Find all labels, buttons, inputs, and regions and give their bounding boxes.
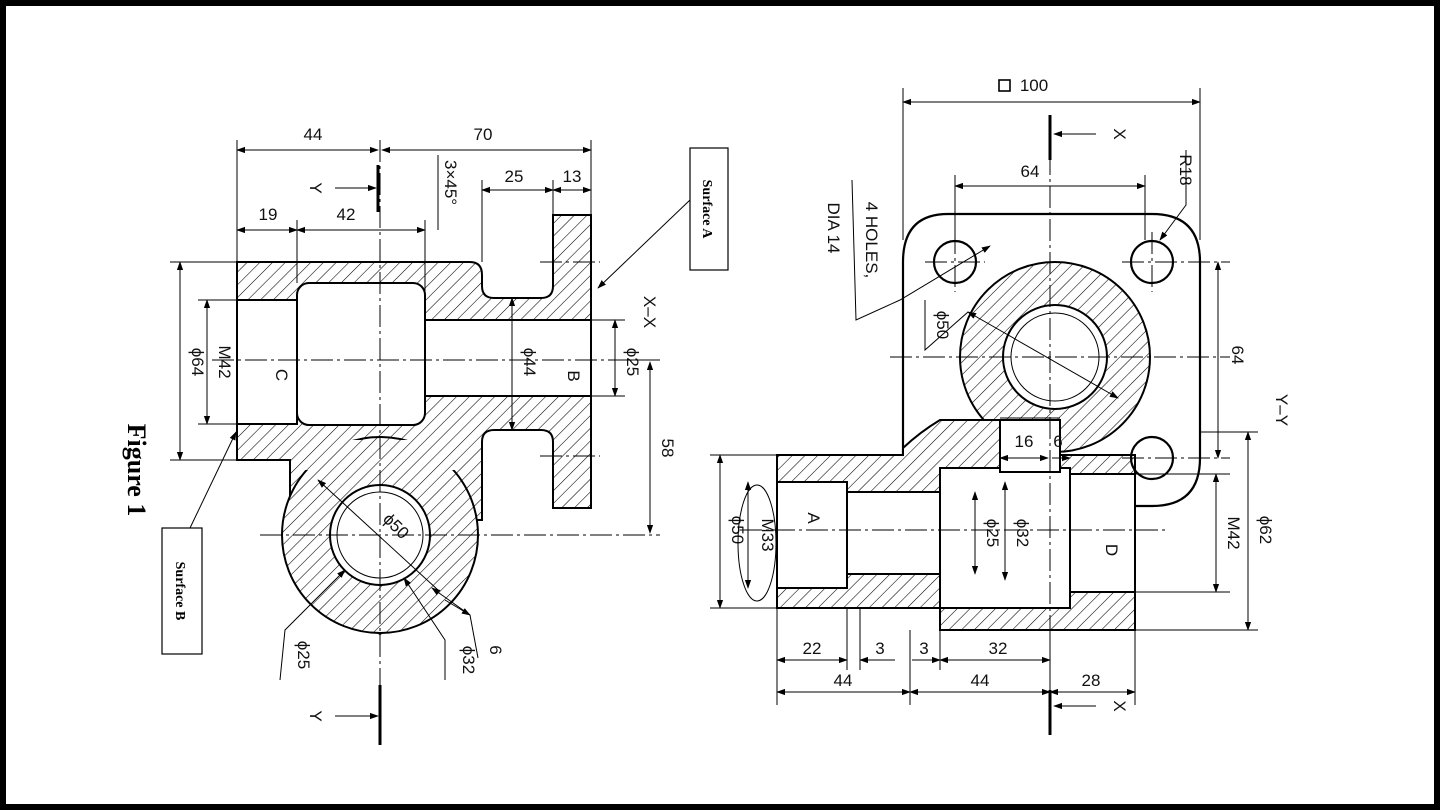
bore-phi25 — [846, 491, 941, 575]
cut-x-bottom: X — [1110, 700, 1129, 711]
left-section-view: 44 70 19 42 3×45° 25 13 Y ϕ64 M42 C ϕ44 … — [161, 125, 729, 745]
dim-25: 25 — [505, 167, 524, 186]
label-c: C — [272, 369, 291, 381]
bore-c — [236, 299, 298, 425]
dim-28: 28 — [1082, 671, 1101, 690]
dim-phi25: ϕ25 — [983, 519, 1002, 547]
dim-64-top: 64 — [1021, 162, 1040, 181]
cut-y-top: Y — [306, 182, 325, 193]
dim-13: 13 — [563, 167, 582, 186]
figure-title: Figure 1 — [122, 424, 151, 517]
dim-phi50-left: ϕ50 — [728, 516, 747, 544]
surface-a-label: Surface A — [699, 180, 714, 240]
dim-phi64: ϕ64 — [188, 348, 207, 376]
surface-b-leader — [189, 431, 237, 529]
dim-m33: M33 — [758, 518, 777, 551]
dim-6: 6 — [1053, 432, 1062, 451]
section-label-yy: Y–Y — [1272, 394, 1291, 426]
holes-line1: 4 HOLES, — [862, 202, 881, 279]
dim-phi32: ϕ32 — [459, 646, 478, 674]
dim-32: 32 — [989, 639, 1008, 658]
dim-phi62: ϕ62 — [1256, 516, 1275, 544]
flange-outline — [901, 212, 1202, 508]
dim-44a: 44 — [834, 671, 853, 690]
surface-b-label: Surface B — [172, 562, 187, 621]
label-d: D — [1102, 544, 1121, 556]
dim-3a: 3 — [875, 639, 884, 658]
dim-m42: M42 — [215, 345, 234, 378]
surface-a-box — [689, 147, 729, 271]
section-label-xx: X–X — [640, 296, 659, 328]
dim-64-side: 64 — [1228, 346, 1247, 365]
dim-phi32: ϕ32 — [1013, 519, 1032, 547]
cut-x-top: X — [1110, 128, 1129, 139]
holes-line2: DIA 14 — [824, 202, 843, 253]
bore-a — [776, 481, 848, 589]
dim-3b: 3 — [919, 639, 928, 658]
dim-phi44: ϕ44 — [520, 348, 539, 376]
dim-square100: 100 — [1020, 76, 1048, 95]
cut-y-bottom: Y — [306, 710, 325, 721]
dim-phi25-right: ϕ25 — [623, 348, 642, 376]
dim-19: 19 — [259, 205, 278, 224]
bore-central — [296, 282, 426, 426]
dim-16: 16 — [1015, 432, 1034, 451]
label-a: A — [804, 512, 823, 524]
dim-m42: M42 — [1224, 516, 1243, 549]
dim-phi50-boss: ϕ50 — [933, 311, 952, 339]
dim-44: 44 — [304, 125, 323, 144]
dim-58: 58 — [658, 439, 677, 458]
dim-phi25-bottom: ϕ25 — [294, 641, 313, 669]
dim-r18: R18 — [1176, 154, 1195, 185]
bore-d — [1069, 473, 1136, 593]
surface-b-box — [161, 527, 203, 655]
dim-6: 6 — [486, 645, 505, 654]
surface-a-leader — [597, 199, 691, 289]
dim-42: 42 — [337, 205, 356, 224]
dim-70: 70 — [474, 125, 493, 144]
dim-44b: 44 — [971, 671, 990, 690]
right-section-view: 100 X 64 R18 4 HOLES, DIA 14 ϕ50 64 Y–Y … — [710, 76, 1291, 735]
m33-highlight — [737, 484, 777, 602]
dim-22: 22 — [803, 639, 822, 658]
square-symbol — [998, 79, 1011, 92]
label-b: B — [564, 370, 583, 381]
dim-chamfer: 3×45° — [441, 160, 460, 205]
bore-b — [424, 319, 592, 397]
